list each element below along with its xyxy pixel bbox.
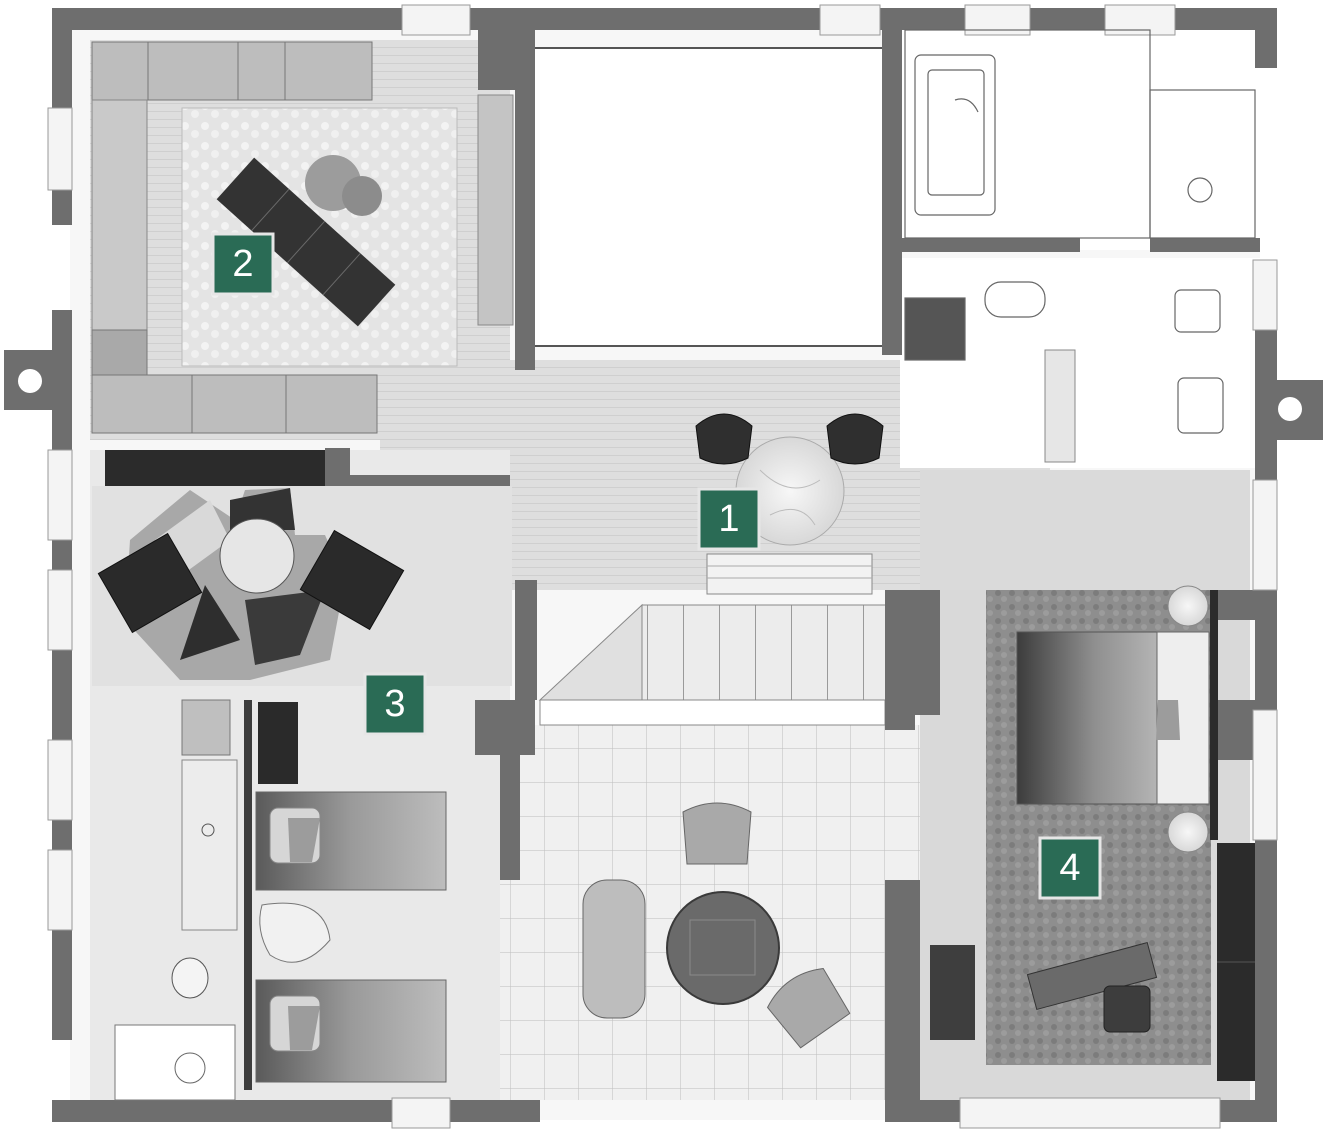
desk-chair	[1103, 985, 1151, 1033]
room-4-furniture	[930, 585, 1255, 1081]
triangular-side-table	[259, 902, 331, 963]
room-2-badge-box	[211, 232, 275, 296]
windows	[47, 4, 1278, 1129]
dining-chair	[826, 413, 884, 465]
side-table	[342, 176, 382, 216]
room-1-badge[interactable]: 1	[697, 487, 761, 551]
lounge-furniture	[582, 802, 851, 1049]
coffee-table	[216, 157, 396, 327]
room-1-furniture	[695, 349, 1076, 546]
bathroom-fixtures	[904, 29, 1256, 434]
room-4-badge-box	[1038, 836, 1102, 900]
sofa	[582, 879, 646, 1019]
marble-nightstand	[1167, 585, 1209, 627]
room-1-badge-box	[697, 487, 761, 551]
round-glass-table	[219, 518, 295, 594]
room-4-badge[interactable]: 4	[1038, 836, 1102, 900]
room-3-number: 3	[384, 683, 405, 725]
lounge-chair	[97, 532, 203, 634]
round-wood-table	[666, 891, 780, 1005]
desk	[1026, 941, 1158, 1011]
room-2-badge[interactable]: 2	[211, 232, 275, 296]
dining-chair	[695, 413, 753, 465]
open-void	[531, 47, 885, 347]
room-1-number: 1	[718, 498, 739, 540]
marble-nightstand	[1167, 811, 1209, 853]
room-4-number: 4	[1059, 847, 1080, 889]
walls	[4, 8, 1323, 1122]
bed	[1016, 631, 1158, 805]
room-3-furniture	[92, 450, 512, 1101]
lounge-chair	[299, 529, 405, 631]
room-3-badge[interactable]: 3	[363, 672, 427, 736]
armchair	[766, 967, 851, 1049]
armchair	[682, 802, 752, 865]
staircase	[538, 553, 888, 726]
room-2-number: 2	[232, 243, 253, 285]
room-3-badge-box	[363, 672, 427, 736]
